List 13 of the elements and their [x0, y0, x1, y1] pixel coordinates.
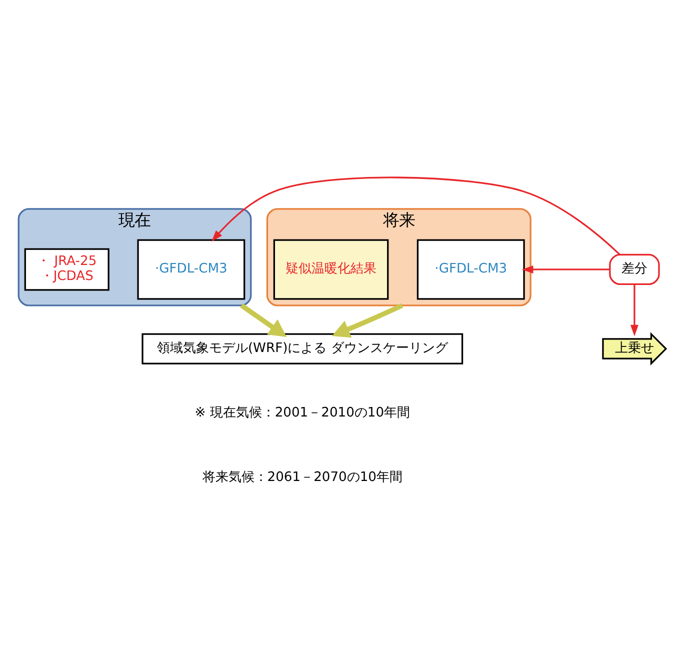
node-box: 疑似温暖化結果 [273, 239, 389, 300]
arrow [240, 303, 287, 337]
arrow [522, 265, 610, 274]
arrow [211, 176, 620, 256]
label: 将来気候：2061－2070の10年間 [202, 470, 403, 486]
label: ※ 現在気候：2001－2010の10年間 [194, 406, 410, 421]
node-box: ・ JRA-25 ・JCDAS [24, 248, 110, 291]
node-box: ·GFDL-CM3 [137, 239, 246, 300]
node-box: 領域気象モデル(WRF)による ダウンスケーリング [142, 333, 464, 364]
node-box: 差分 [609, 254, 660, 285]
arrow [332, 303, 404, 338]
arrow [630, 284, 638, 336]
node-box: ·GFDL-CM3 [416, 239, 525, 300]
